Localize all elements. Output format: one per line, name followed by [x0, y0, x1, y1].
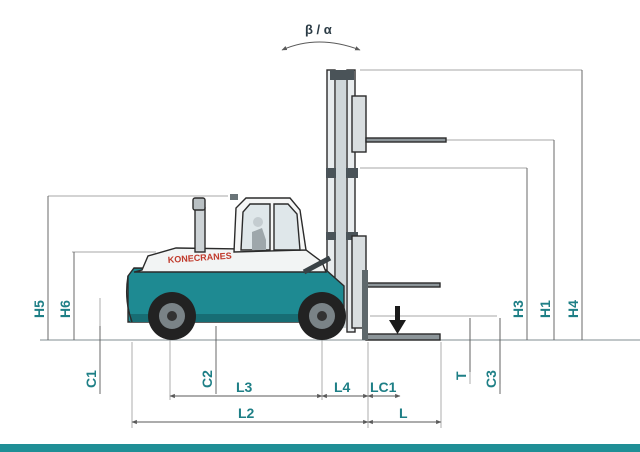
- label-c3: C3: [483, 370, 499, 388]
- horizontal-dimensions: [131, 393, 442, 425]
- label-l4: L4: [334, 379, 351, 395]
- label-beta-alpha: β / α: [305, 22, 332, 37]
- label-lc1: LC1: [370, 379, 397, 395]
- label-l3: L3: [236, 379, 253, 395]
- tilt-cylinder: [302, 255, 332, 275]
- label-h6: H6: [57, 300, 73, 318]
- label-h3: H3: [510, 300, 526, 318]
- label-h4: H4: [565, 300, 581, 318]
- tilt-arc: [281, 41, 361, 51]
- label-h1: H1: [537, 300, 553, 318]
- bottom-bar: [0, 444, 640, 452]
- extension-lines: [48, 69, 582, 428]
- konecranes-logo: KONECRANES: [167, 251, 232, 265]
- load-center-arrow-icon: [389, 306, 406, 334]
- front-wheel: [298, 292, 346, 340]
- label-l: L: [399, 405, 408, 421]
- label-h5: H5: [31, 300, 47, 318]
- label-c1: C1: [83, 370, 99, 388]
- label-l2: L2: [238, 405, 255, 421]
- label-c2: C2: [199, 370, 215, 388]
- exhaust-pipe: [192, 197, 206, 253]
- cab: [230, 194, 307, 253]
- vertical-dimensions: [47, 70, 583, 394]
- rear-wheel: [148, 292, 196, 340]
- label-t: T: [453, 371, 469, 380]
- forks: [362, 137, 447, 341]
- dimension-labels: β / α H5 H6 H3 H1 H4 C1 C2 T C3 L3 L4 LC…: [31, 22, 581, 421]
